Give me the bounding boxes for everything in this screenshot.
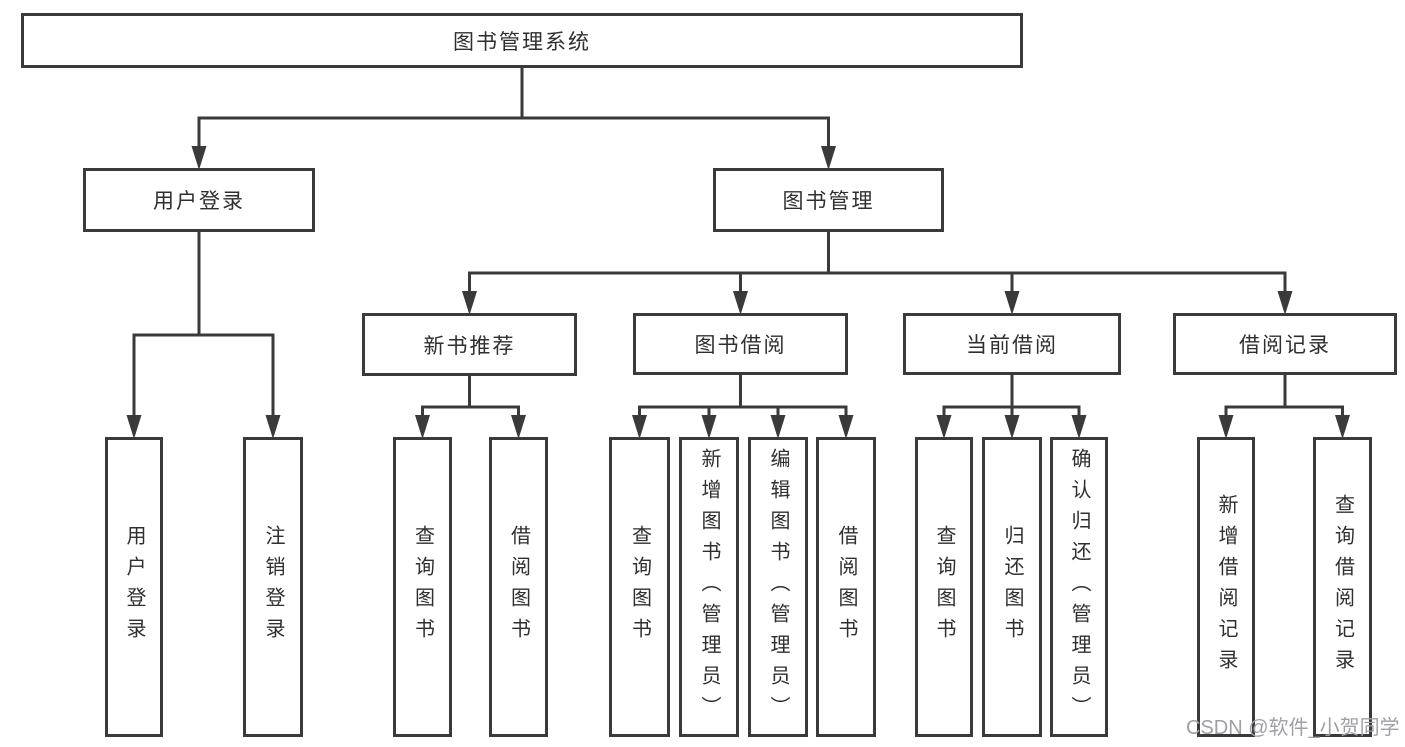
arrowhead (511, 415, 526, 439)
node-leaf-add-borrow-record: 新增借阅记录 (1197, 437, 1255, 737)
arrowhead (1277, 291, 1293, 315)
node-label: 新增图书（管理员） (698, 447, 720, 727)
node-leaf-query-book-1: 查询图书 (393, 437, 452, 737)
node-label: 归还图书 (1001, 525, 1023, 649)
node-label: 借阅记录 (1239, 334, 1331, 357)
node-label: 图书管理系统 (453, 30, 591, 54)
node-new-book-rec: 新书推荐 (362, 313, 577, 376)
node-leaf-borrow-book-2: 借阅图书 (816, 437, 876, 737)
arrowhead (821, 146, 836, 170)
node-leaf-edit-book: 编辑图书（管理员） (748, 437, 808, 737)
node-label: 查询图书 (628, 525, 651, 649)
node-label: 图书管理 (782, 190, 875, 213)
node-book-borrow: 图书借阅 (633, 313, 848, 375)
node-label: 借阅图书 (835, 525, 857, 649)
node-label: 用户登录 (123, 525, 145, 649)
node-label: 当前借阅 (966, 334, 1058, 357)
arrowhead (1004, 291, 1020, 315)
node-label: 确认归还（管理员） (1068, 447, 1090, 727)
arrowhead (265, 415, 281, 439)
arrowhead (415, 415, 430, 439)
arrowhead (126, 415, 142, 439)
arrowhead (191, 146, 207, 170)
arrowhead (770, 415, 786, 439)
node-label: 查询图书 (411, 525, 434, 649)
node-label: 用户登录 (153, 190, 245, 213)
node-label: 注销登录 (262, 525, 284, 649)
arrowhead (838, 415, 854, 439)
node-leaf-query-book-2: 查询图书 (609, 437, 670, 737)
node-leaf-confirm-return: 确认归还（管理员） (1050, 437, 1108, 737)
arrowhead (462, 291, 477, 315)
arrowhead (1218, 415, 1234, 439)
node-leaf-borrow-book-1: 借阅图书 (489, 437, 548, 737)
node-leaf-query-borrow-record: 查询借阅记录 (1313, 437, 1372, 737)
node-label: 编辑图书（管理员） (767, 447, 789, 727)
node-leaf-user-login: 用户登录 (105, 437, 163, 737)
node-leaf-return-book: 归还图书 (982, 437, 1042, 737)
arrowhead (701, 415, 717, 439)
node-label: 查询借阅记录 (1331, 494, 1354, 680)
node-label: 新增借阅记录 (1215, 494, 1237, 680)
arrowhead (1071, 415, 1087, 439)
node-current-borrow: 当前借阅 (903, 313, 1121, 375)
arrowhead (936, 415, 952, 439)
node-user-login: 用户登录 (83, 168, 315, 232)
node-leaf-add-book: 新增图书（管理员） (679, 437, 739, 737)
node-borrow-records: 借阅记录 (1173, 313, 1397, 375)
arrowhead (733, 291, 748, 315)
node-label: 查询图书 (933, 525, 955, 649)
node-book-mgmt: 图书管理 (713, 168, 944, 232)
node-leaf-query-book-3: 查询图书 (915, 437, 973, 737)
node-label: 图书借阅 (694, 334, 787, 357)
arrowhead (1335, 415, 1350, 439)
node-label: 借阅图书 (507, 525, 530, 649)
arrowhead (632, 415, 647, 439)
node-leaf-logout: 注销登录 (243, 437, 303, 737)
node-label: 新书推荐 (423, 334, 516, 358)
watermark: CSDN @软件_小贺同学 (1186, 717, 1400, 739)
arrowhead (1004, 415, 1020, 439)
node-root: 图书管理系统 (21, 13, 1023, 68)
